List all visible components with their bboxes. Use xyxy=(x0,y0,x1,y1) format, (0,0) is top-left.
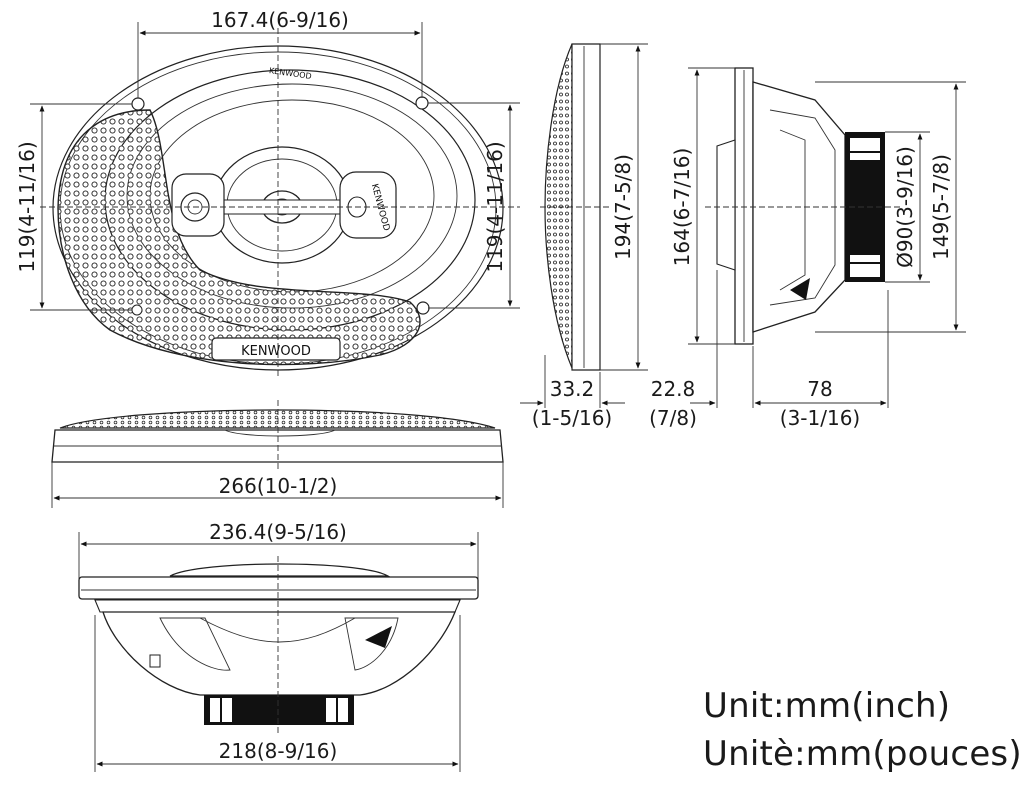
overall-width-label: 266(10-1/2) xyxy=(219,474,338,498)
cutout-height-label: 164(6-7/16) xyxy=(670,148,694,267)
screw-bottom-left xyxy=(131,304,143,316)
grille-depth-in-label: (1-5/16) xyxy=(532,406,612,430)
side-basket-view: 164(6-7/16) Ø90(3-9/16) 149(5-7/8) 22.8 … xyxy=(649,67,966,430)
bottom-base-width-label: 218(8-9/16) xyxy=(219,739,338,763)
basket-depth-in-label: (3-1/16) xyxy=(780,406,860,430)
screw-bottom-right xyxy=(416,301,430,315)
flange-depth-mm-label: 22.8 xyxy=(651,377,696,401)
front-height-right-label: 119(4-11/16) xyxy=(483,141,507,272)
basket-depth-mm-label: 78 xyxy=(807,377,832,401)
bottom-top-width-label: 236.4(9-5/16) xyxy=(209,520,347,544)
front-width-label: 167.4(6-9/16) xyxy=(211,8,349,32)
grille-depth-mm-label: 33.2 xyxy=(550,377,595,401)
unit-label-french: Unitè:mm(pouces) xyxy=(703,734,1022,774)
unit-label-english: Unit:mm(inch) xyxy=(703,686,951,726)
magnet-diameter-label: Ø90(3-9/16) xyxy=(893,146,917,268)
small-logo-text: KENWOOD xyxy=(268,66,312,81)
front-grille xyxy=(57,109,421,366)
front-view: KENWOOD KENWOOD KENWOOD xyxy=(40,28,520,378)
screw-top-right xyxy=(415,96,429,110)
bottom-profile-view: 236.4(9-5/16) 218(8-9/16) xyxy=(78,520,479,772)
basket-height-label: 149(5-7/8) xyxy=(929,154,953,260)
front-logo-badge xyxy=(211,337,341,361)
front-dimension-lines: 167.4(6-9/16) 119(4-11/16) 119(4-11/16) xyxy=(15,8,520,311)
flange-depth-in-label: (7/8) xyxy=(649,406,697,430)
side-grille-view: 194(7-5/8) 33.2 (1-5/16) xyxy=(520,43,648,430)
front-logo-text: KENWOOD xyxy=(241,344,311,359)
top-edge-view: 266(10-1/2) xyxy=(51,400,504,508)
bottom-flange xyxy=(78,576,479,600)
front-height-left-label: 119(4-11/16) xyxy=(15,141,39,272)
side-height-label: 194(7-5/8) xyxy=(611,154,635,260)
screw-top-left xyxy=(131,97,145,111)
bottom-basket xyxy=(102,611,456,696)
